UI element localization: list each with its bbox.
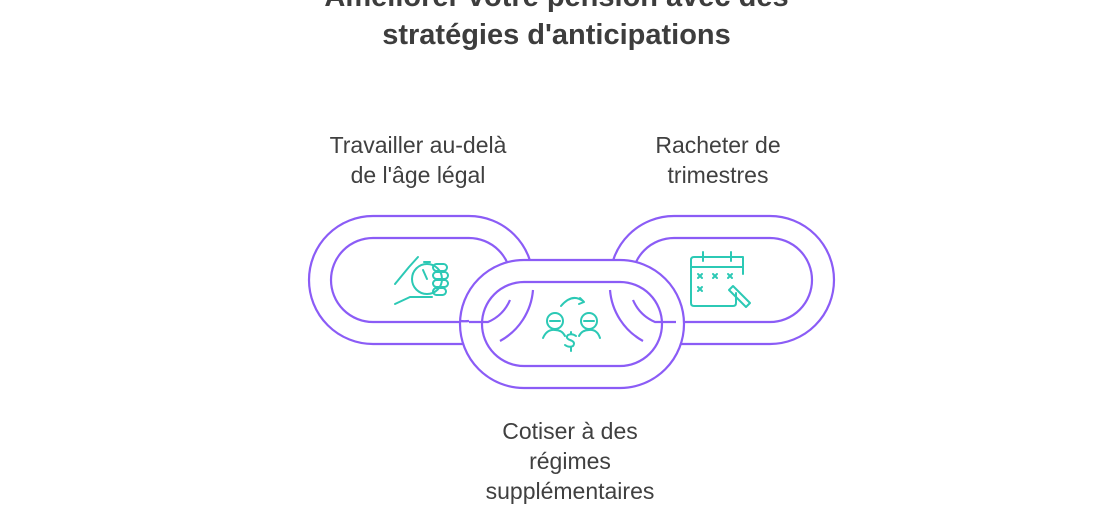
diagram-title: Améliorer votre pension avec des stratég… — [0, 0, 1113, 54]
label-contrib-line-2: régimes — [529, 448, 611, 474]
label-work-line-2: de l'âge légal — [350, 162, 486, 188]
label-buy-line-2: trimestres — [667, 162, 769, 188]
money-exchange-icon — [542, 296, 601, 352]
title-line-1: Améliorer votre pension avec des — [0, 0, 1113, 16]
label-work-line-1: Travailler au-delà — [329, 132, 507, 158]
label-work-beyond-age: Travailler au-delà de l'âge légal — [298, 130, 538, 190]
calendar-pen-icon — [690, 251, 751, 308]
chain-link-center — [458, 258, 686, 390]
label-buy-line-1: Racheter de — [655, 132, 781, 158]
label-buy-quarters: Racheter de trimestres — [598, 130, 838, 190]
label-contrib-line-1: Cotiser à des — [502, 418, 638, 444]
stopwatch-hand-icon — [394, 256, 449, 305]
title-line-2: stratégies d'anticipations — [382, 19, 731, 51]
